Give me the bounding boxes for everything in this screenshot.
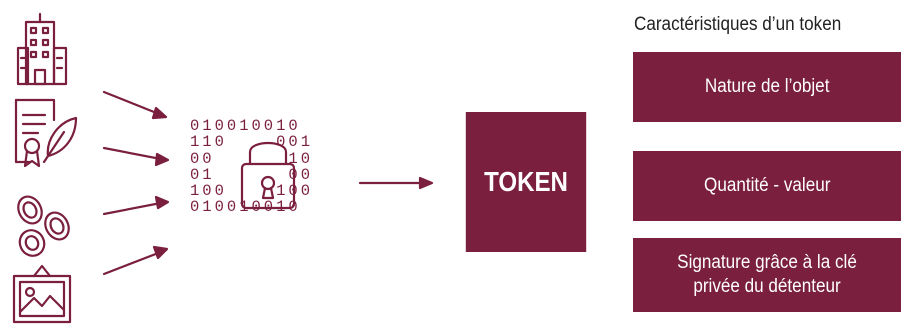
binary-row: 100 100 xyxy=(190,182,314,201)
characteristics-title: Caractéristiques d’un token xyxy=(634,14,842,35)
characteristic-quantity: Quantité - valeur xyxy=(633,151,901,221)
asset-arrows xyxy=(102,90,170,276)
characteristic-nature: Nature de l’objet xyxy=(633,52,901,122)
characteristic-label: Signature grâce à la clé privée du déten… xyxy=(677,252,857,297)
binary-row: 01 00 xyxy=(190,165,314,184)
binary-row: 010010010 xyxy=(190,198,301,217)
binary-row: 110 001 xyxy=(190,133,314,152)
binary-row: 00 10 xyxy=(190,149,314,168)
characteristic-label: Quantité - valeur xyxy=(703,175,831,196)
characteristic-signature: Signature grâce à la clé privée du déten… xyxy=(633,238,901,312)
binary-row: 010010010 xyxy=(190,117,301,135)
padlock-icon xyxy=(240,141,296,210)
certificate-icon xyxy=(14,98,78,168)
token-arrow xyxy=(358,176,434,190)
binary-code: 010010010 110 001 00 10 01 00 100 100 01… xyxy=(190,118,313,216)
building-icon xyxy=(16,12,68,86)
token-label: TOKEN xyxy=(484,166,568,197)
coins-icon xyxy=(17,195,70,257)
token-box: TOKEN xyxy=(465,112,587,252)
painting-icon xyxy=(12,264,72,324)
characteristic-label: Nature de l’objet xyxy=(704,76,830,97)
